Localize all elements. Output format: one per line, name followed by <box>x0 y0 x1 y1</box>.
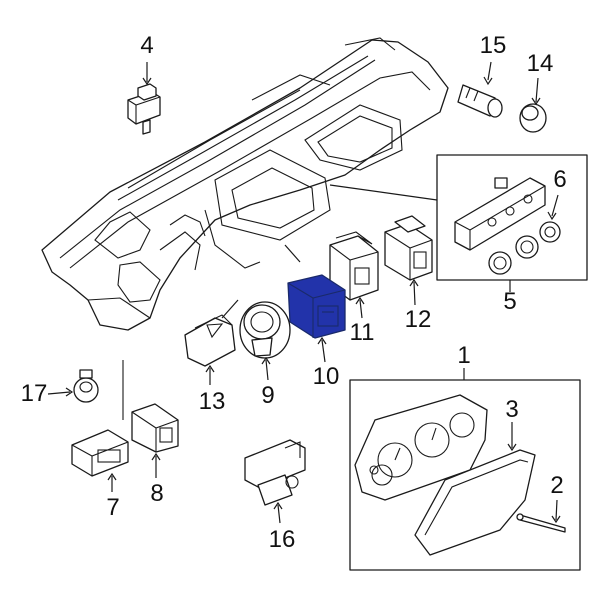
callout-8: 8 <box>150 480 164 507</box>
part-8-switch <box>131 403 179 453</box>
part-7-switch <box>71 429 129 477</box>
part-4-switch <box>127 83 161 135</box>
callout-12: 12 <box>404 306 432 333</box>
part-13-hazard-switch <box>184 314 236 367</box>
part-10-switch-highlighted <box>287 274 346 339</box>
callout-14: 14 <box>526 50 554 77</box>
callout-17: 17 <box>20 380 48 407</box>
part-16-bracket <box>244 439 306 506</box>
callout-1: 1 <box>457 342 471 369</box>
part-15-socket <box>457 84 503 118</box>
leader-lines <box>47 61 561 524</box>
callout-3: 3 <box>505 396 519 423</box>
part-1-cluster-box <box>349 379 581 571</box>
callout-10: 10 <box>312 363 340 390</box>
callout-16: 16 <box>268 526 296 553</box>
part-12-switch <box>384 215 433 281</box>
callout-4: 4 <box>140 32 154 59</box>
instrument-panel <box>41 37 449 420</box>
callout-6: 6 <box>553 166 567 193</box>
callout-9: 9 <box>261 382 275 409</box>
part-11-switch <box>329 231 379 301</box>
part-9-knob-switch <box>239 301 291 359</box>
part-5-control-panel-box <box>436 154 588 281</box>
part-17-switch <box>73 369 99 403</box>
callout-7: 7 <box>106 494 120 521</box>
callout-11: 11 <box>349 319 375 346</box>
callout-15: 15 <box>479 32 507 59</box>
callout-2: 2 <box>550 472 564 499</box>
part-14-knob <box>519 103 547 133</box>
callout-13: 13 <box>198 388 226 415</box>
callout-5: 5 <box>503 288 517 315</box>
